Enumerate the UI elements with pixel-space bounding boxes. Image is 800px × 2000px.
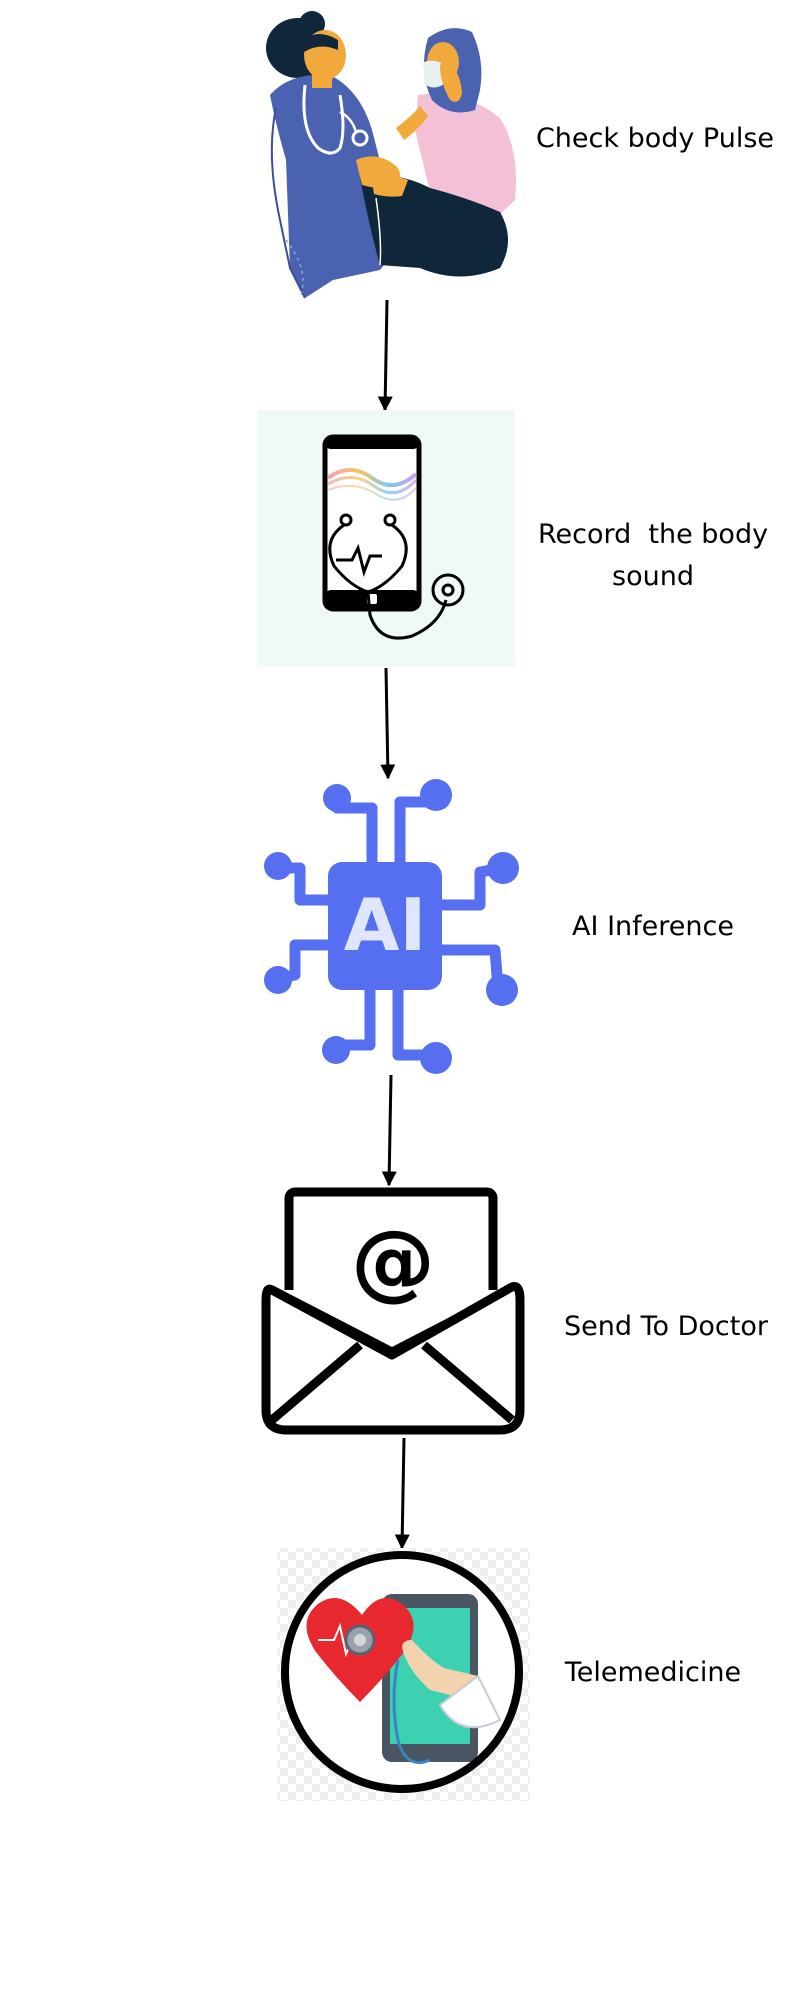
step-label-check-body-pulse: Check body Pulse <box>520 118 790 160</box>
step-label-text: Check body Pulse <box>535 123 775 154</box>
step-label-telemedicine: Telemedicine <box>518 1652 788 1694</box>
step-label-ai-inference: AI Inference <box>518 906 788 948</box>
step-label-line: sound <box>612 561 694 592</box>
doctor-patient-illustration <box>266 11 516 299</box>
step-label-send-to-doctor: Send To Doctor <box>532 1306 800 1348</box>
step-label-text: Telemedicine <box>564 1657 742 1688</box>
flow-arrow <box>381 1074 397 1187</box>
flow-arrow <box>394 1437 410 1550</box>
at-sign: @ <box>351 1212 435 1310</box>
ai-chip-nodes <box>264 779 519 1074</box>
step-label-text: Send To Doctor <box>564 1311 768 1342</box>
email-envelope-icon <box>261 1187 525 1435</box>
step-label-line: Record the body <box>537 519 769 550</box>
phone-stethoscope-icon <box>257 410 515 667</box>
flow-arrow <box>380 667 396 780</box>
step-label-record-body-sound: Record the body sound <box>518 514 788 598</box>
ai-chip-label: AI <box>344 883 427 967</box>
step-label-text: AI Inference <box>572 911 734 942</box>
flow-arrow <box>377 299 393 412</box>
telemedicine-icon <box>277 1548 530 1801</box>
